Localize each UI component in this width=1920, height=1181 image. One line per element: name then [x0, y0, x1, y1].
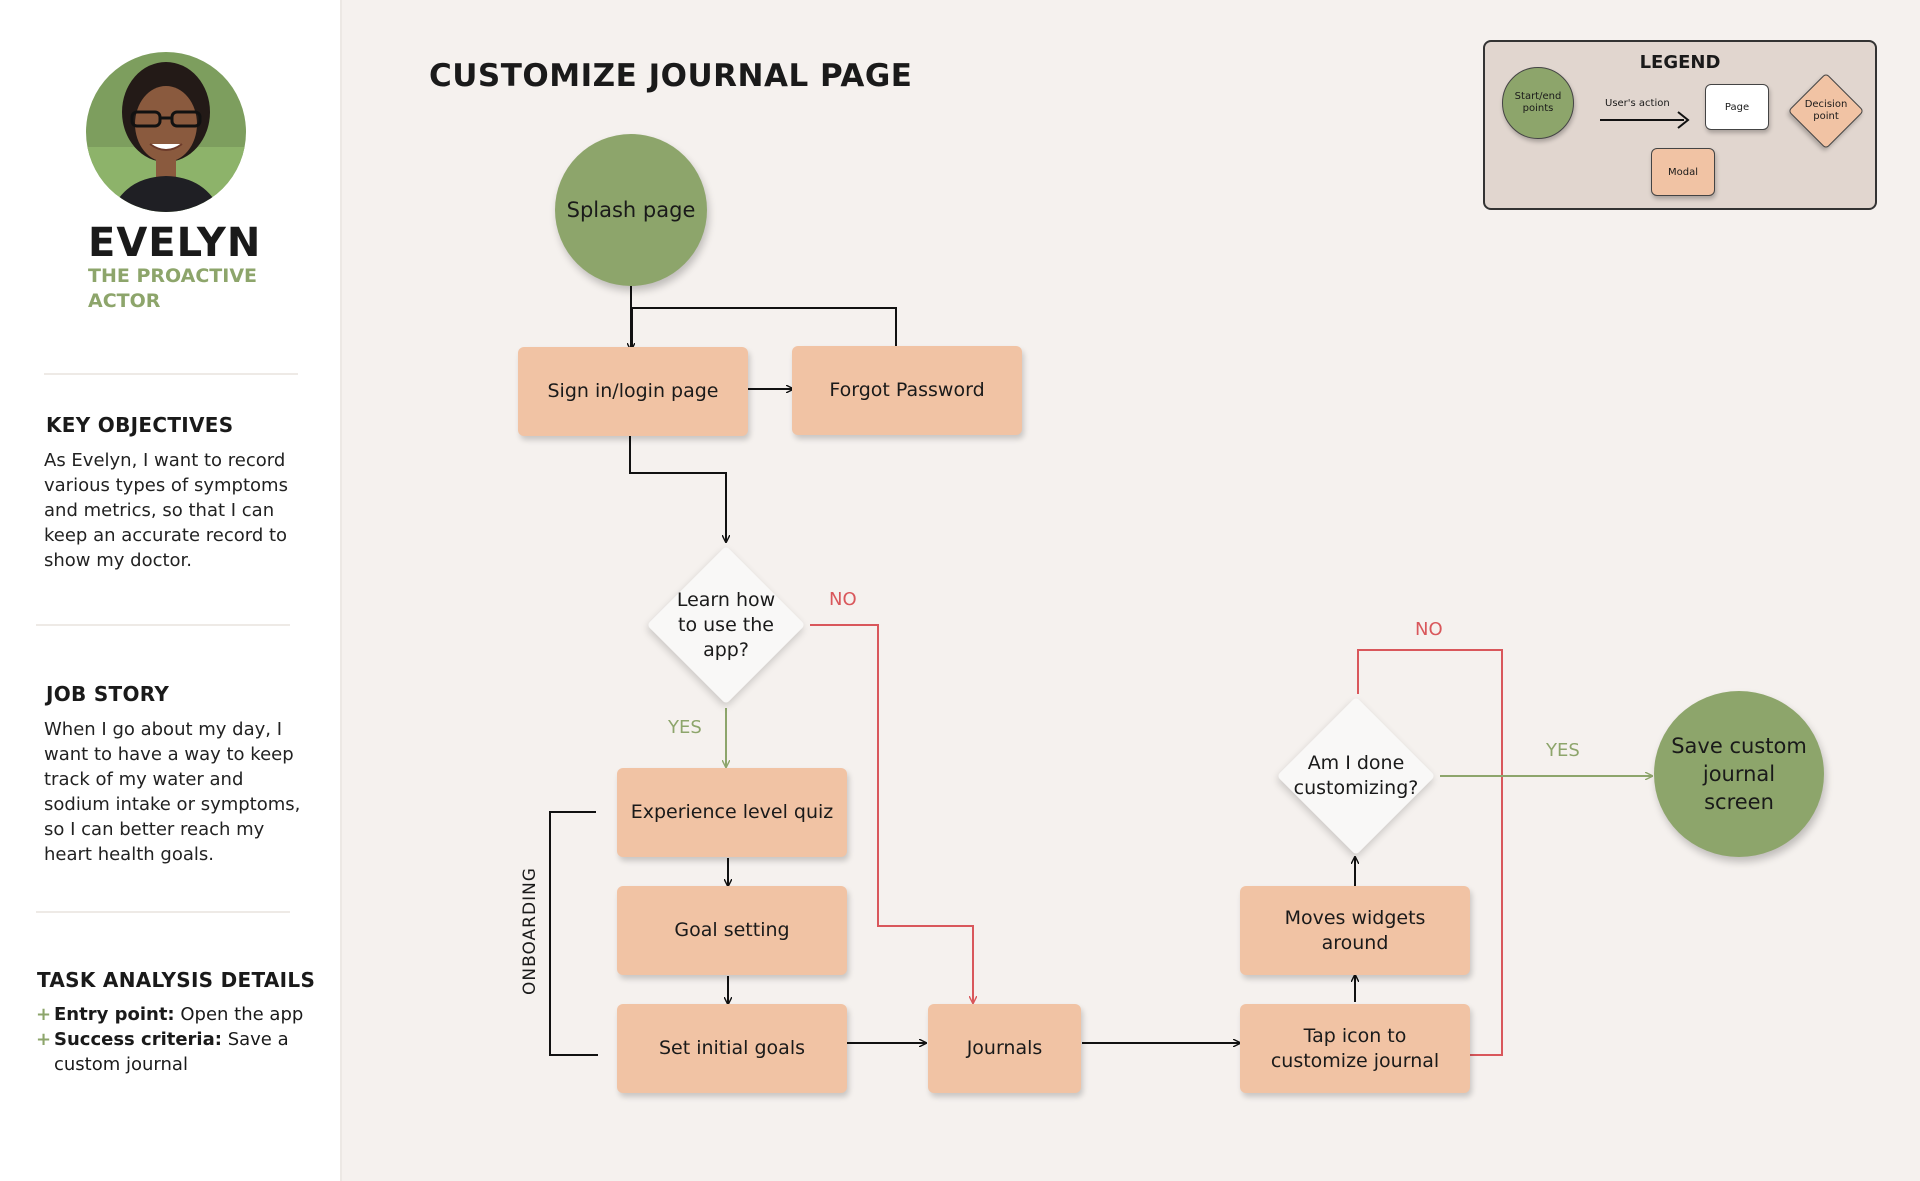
legend-start-end: Start/end points — [1502, 67, 1574, 139]
node-sign-in: Sign in/login page — [518, 347, 748, 436]
task-analysis-list: + Entry point: Open the app + Success cr… — [36, 1002, 306, 1077]
onboarding-bracket — [549, 811, 598, 1056]
legend-decision: Decision point — [1787, 72, 1865, 150]
legend-decision-label: Decision point — [1804, 99, 1848, 122]
persona-name: EVELYN — [88, 220, 262, 266]
label-no: NO — [829, 589, 857, 610]
node-set-initial-goals: Set initial goals — [617, 1004, 847, 1093]
node-forgot-password: Forgot Password — [792, 346, 1022, 435]
avatar-photo — [86, 52, 246, 212]
label-yes: YES — [668, 717, 702, 738]
legend-page: Page — [1705, 84, 1769, 130]
decision-label: Am I done customizing? — [1293, 752, 1419, 799]
flow-title: CUSTOMIZE JOURNAL PAGE — [429, 58, 913, 94]
job-story-title: JOB STORY — [46, 682, 170, 706]
divider — [36, 624, 290, 626]
label-yes: YES — [1546, 740, 1580, 761]
connector-learn-no — [810, 624, 973, 1003]
task-item-label: Entry point: — [54, 1004, 175, 1025]
persona-sidebar: EVELYN THE PROACTIVE ACTOR KEY OBJECTIVE… — [0, 0, 342, 1181]
connector-tap-done-no — [1357, 649, 1503, 1056]
plus-icon: + — [36, 1029, 52, 1050]
task-item-label: Success criteria: — [54, 1029, 222, 1050]
decision-label: Learn how to use the app? — [676, 588, 776, 661]
task-item-value: Save a custom journal — [54, 1029, 289, 1075]
task-item-entry-point: + Entry point: Open the app — [36, 1002, 306, 1027]
divider — [36, 911, 290, 913]
onboarding-label: ONBOARDING — [520, 867, 540, 995]
legend-modal: Modal — [1651, 148, 1715, 196]
connector-forgot-signin — [631, 307, 897, 350]
job-story-body: When I go about my day, I want to have a… — [44, 719, 301, 865]
decision-done-customizing: Am I done customizing? — [1276, 696, 1436, 856]
node-experience-quiz: Experience level quiz — [617, 768, 847, 857]
divider — [44, 373, 298, 375]
legend: LEGEND Start/end points User's action Pa… — [1483, 40, 1877, 210]
connector-signin-learn — [629, 436, 726, 542]
plus-icon: + — [36, 1004, 52, 1025]
task-item-value: Open the app — [180, 1004, 304, 1025]
node-goal-setting: Goal setting — [617, 886, 847, 975]
node-splash-page: Splash page — [555, 134, 707, 286]
key-objectives-title: KEY OBJECTIVES — [46, 413, 234, 437]
legend-arrow-icon — [1600, 111, 1690, 129]
node-save-custom-journal: Save custom journal screen — [1654, 691, 1824, 857]
persona-avatar — [86, 52, 246, 212]
node-journals: Journals — [928, 1004, 1081, 1093]
legend-title: LEGEND — [1639, 52, 1721, 73]
label-no: NO — [1415, 619, 1443, 640]
task-item-success-criteria: + Success criteria: Save a custom journa… — [36, 1027, 306, 1077]
node-tap-icon: Tap icon to customize journal — [1240, 1004, 1470, 1093]
task-analysis-title: TASK ANALYSIS DETAILS — [37, 968, 316, 992]
decision-learn-app: Learn how to use the app? — [646, 545, 806, 705]
legend-user-action: User's action — [1605, 98, 1670, 109]
node-moves-widgets: Moves widgets around — [1240, 886, 1470, 975]
key-objectives-body: As Evelyn, I want to record various type… — [44, 450, 288, 571]
persona-role: THE PROACTIVE ACTOR — [88, 265, 258, 312]
